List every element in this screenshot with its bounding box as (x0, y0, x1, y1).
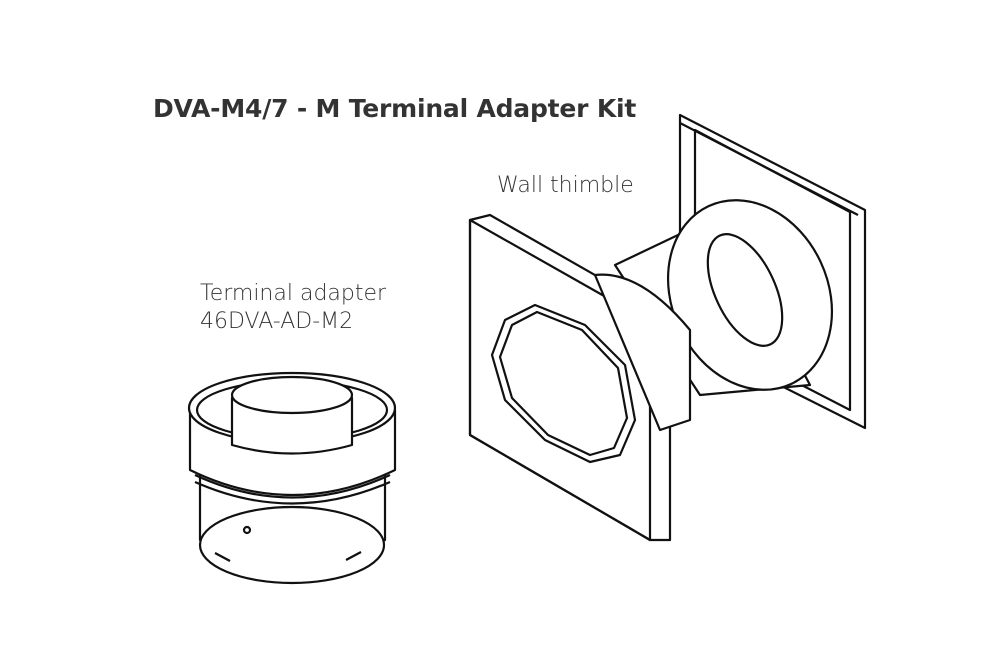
page-title: DVA-M4/7 - M Terminal Adapter Kit (153, 94, 637, 123)
wall-thimble-sleeve (613, 199, 834, 397)
wall-thimble-front-plate (468, 213, 692, 542)
terminal-adapter-drawing (187, 371, 397, 585)
wall-thimble-label: Wall thimble (497, 173, 634, 198)
terminal-adapter-label: Terminal adapter (200, 281, 387, 306)
terminal-adapter-part-number: 46DVA-AD-M2 (200, 309, 354, 334)
